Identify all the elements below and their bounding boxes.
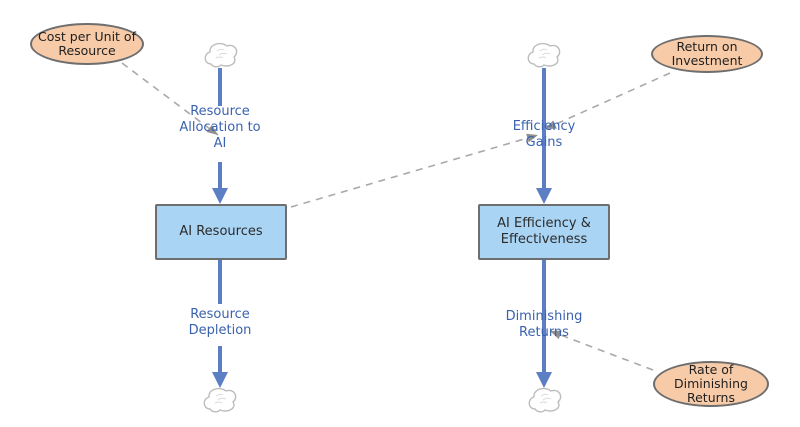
link-resources-to-efficiency-gains[interactable] [290, 131, 539, 208]
link-arrowhead-icon [206, 124, 218, 135]
flow-resource-allocation-arrow[interactable] [212, 68, 228, 204]
link-arrowhead-icon [526, 133, 538, 143]
flow-resource-depletion-arrow[interactable] [212, 260, 228, 388]
converter-label: Return on Investment [671, 39, 743, 68]
link-roi-to-efficiency-gains[interactable] [543, 72, 671, 133]
flow-arrowhead-icon [212, 188, 228, 204]
flow-efficiency-gains-arrow[interactable] [536, 68, 552, 204]
cloud-source-right-icon [527, 42, 561, 68]
flow-arrowhead-icon [536, 188, 552, 204]
flow-label-efficiency-gains[interactable]: Efficiency Gains [512, 119, 576, 150]
converter-rate-of-diminishing-returns[interactable]: Rate of Diminishing Returns [653, 361, 769, 407]
flow-arrowhead-icon [536, 372, 552, 388]
link-arrowhead-icon [550, 330, 562, 340]
link-line [121, 62, 219, 136]
converter-label: Cost per Unit of Resource [38, 29, 136, 58]
flow-label-diminishing-returns[interactable]: Diminishing Returns [505, 309, 583, 340]
converter-return-on-investment[interactable]: Return on Investment [651, 35, 763, 73]
link-cost-to-allocation[interactable] [121, 62, 221, 139]
flow-arrowhead-icon [212, 372, 228, 388]
flow-diminishing-returns-arrow[interactable] [536, 260, 552, 388]
cloud-sink-left-icon [203, 387, 237, 413]
link-line [544, 72, 671, 130]
cloud-source-left-icon [204, 42, 238, 68]
flow-label-resource-depletion[interactable]: Resource Depletion [188, 307, 252, 338]
link-line [549, 330, 654, 371]
link-line [290, 134, 539, 208]
stock-label: AI Efficiency & Effectiveness [497, 215, 591, 247]
stock-ai-efficiency-effectiveness[interactable]: AI Efficiency & Effectiveness [478, 204, 610, 260]
link-rate-to-diminishing-returns[interactable] [548, 327, 654, 371]
converter-label: Rate of Diminishing Returns [674, 362, 748, 405]
link-arrowhead-icon [545, 120, 557, 129]
flow-label-resource-allocation[interactable]: Resource Allocation to AI [179, 104, 261, 151]
stock-ai-resources[interactable]: AI Resources [155, 204, 287, 260]
cloud-sink-right-icon [528, 387, 562, 413]
converter-cost-per-unit-of-resource[interactable]: Cost per Unit of Resource [30, 23, 144, 65]
stock-label: AI Resources [179, 223, 263, 239]
